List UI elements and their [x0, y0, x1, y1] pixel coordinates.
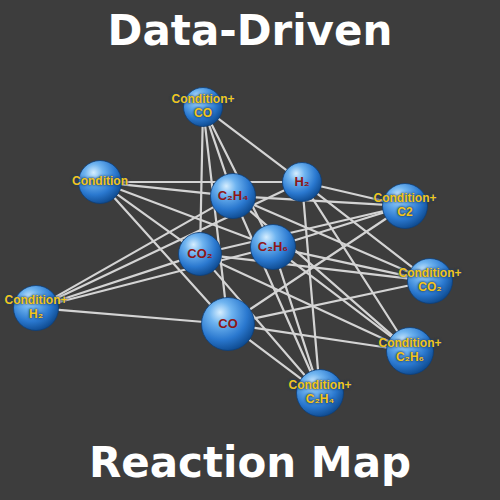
condition-label: Condition: [72, 175, 128, 189]
reaction-link: [221, 211, 382, 249]
sphere: [283, 163, 322, 202]
species-label: CO: [218, 317, 238, 332]
species-label: H₂: [294, 175, 309, 190]
reaction-link: [242, 217, 310, 371]
reaction-node: CO₂: [178, 232, 222, 276]
condition-label: Condition+ CO: [172, 93, 235, 121]
reaction-node: Condition+ CO₂: [407, 258, 453, 304]
reaction-node: Condition+ C₂H₄: [296, 369, 344, 417]
reaction-link: [250, 340, 301, 378]
species-label: CO₂: [187, 247, 212, 262]
reaction-link: [321, 187, 382, 201]
reaction-link: [200, 127, 202, 232]
reaction-link: [59, 310, 201, 322]
reaction-node: C₂H₆: [250, 224, 296, 270]
reaction-link: [255, 328, 387, 348]
reaction-link: [122, 181, 282, 183]
sphere: [211, 174, 256, 219]
species-label: C₂H₄: [218, 189, 249, 204]
caption-text: Reaction Map: [0, 438, 500, 487]
reaction-link: [219, 119, 286, 170]
reaction-link: [214, 271, 304, 375]
reaction-link: [250, 211, 392, 335]
condition-label: Condition+ C₂H₆: [379, 337, 442, 365]
reaction-link: [295, 213, 383, 240]
reaction-link: [304, 202, 318, 369]
reaction-link: [58, 261, 179, 301]
sphere: [179, 233, 222, 276]
reaction-link: [122, 184, 210, 193]
sphere: [202, 298, 255, 351]
reaction-link: [209, 126, 225, 174]
reaction-node: Condition+ CO: [183, 87, 223, 127]
title-text: Data-Driven: [0, 6, 500, 55]
reaction-node: Condition+ H₂: [13, 285, 59, 331]
reaction-node: CO: [201, 297, 255, 351]
reaction-link: [58, 253, 250, 303]
sphere: [251, 225, 296, 270]
reaction-link: [291, 261, 391, 337]
condition-label: Condition+ C2: [374, 192, 437, 220]
reaction-node: H₂: [282, 162, 322, 202]
reaction-node: C₂H₄: [210, 173, 256, 219]
reaction-node: Condition+ C2: [382, 183, 428, 229]
condition-label: Condition+ CO₂: [399, 267, 462, 295]
condition-label: Condition+ C₂H₄: [289, 379, 352, 407]
reaction-node: Condition: [78, 160, 122, 204]
condition-label: Condition+ H₂: [5, 294, 68, 322]
reaction-node: Condition+ C₂H₆: [386, 327, 434, 375]
reaction-link: [280, 269, 313, 370]
reaction-link: [256, 197, 382, 204]
species-label: C₂H₆: [258, 240, 288, 255]
